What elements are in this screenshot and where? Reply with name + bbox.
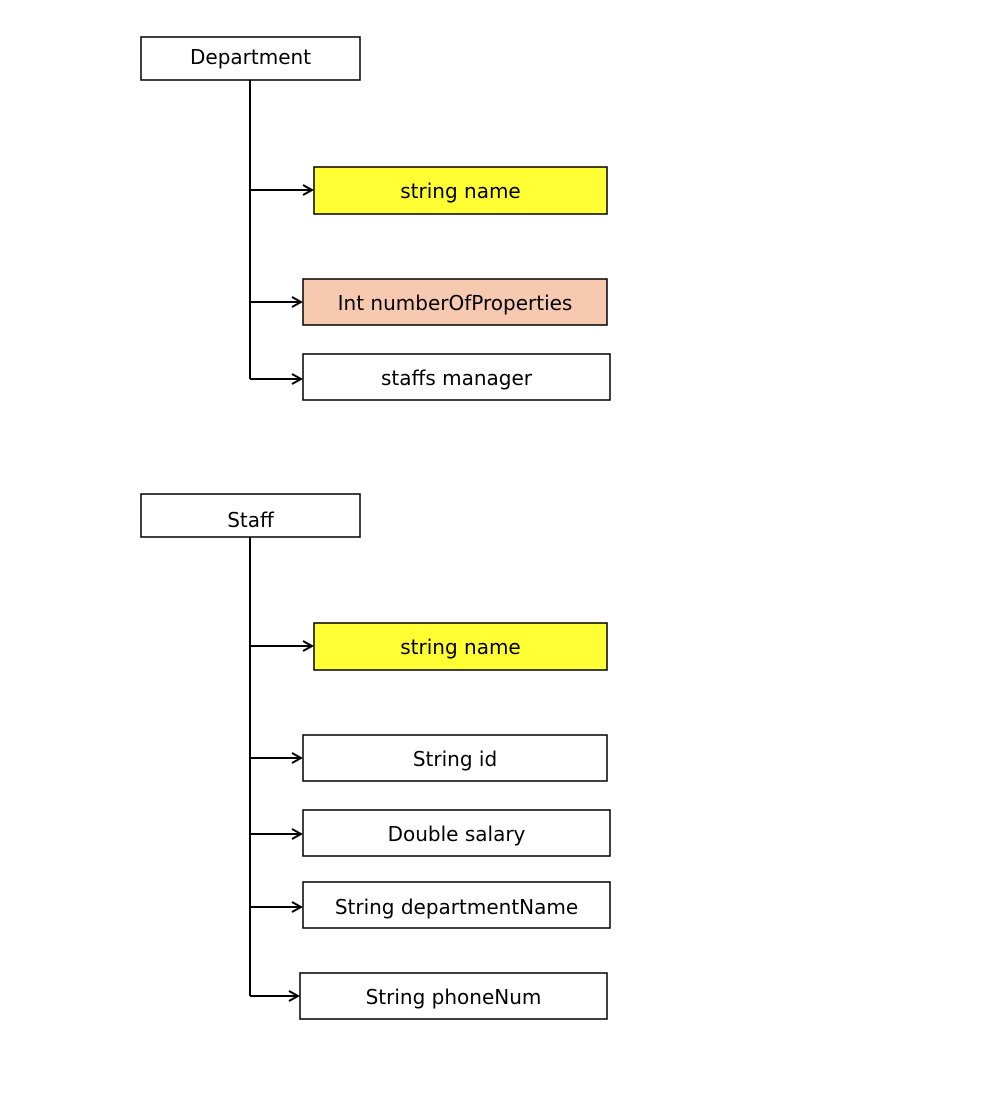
- field-label-phone-num: String phoneNum: [366, 985, 542, 1009]
- field-box-phone-num: [299, 972, 608, 1020]
- field-label-staff-name: string name: [400, 635, 521, 659]
- department-header-box: [140, 36, 361, 81]
- field-box-id: [302, 734, 608, 782]
- field-label-department-name: string name: [400, 179, 521, 203]
- field-box-department-name-field: [302, 881, 611, 929]
- department-header-label: Department: [190, 45, 311, 69]
- field-label-number-of-properties: Int numberOfProperties: [338, 291, 573, 315]
- field-label-salary: Double salary: [388, 822, 526, 846]
- field-label-id: String id: [413, 747, 497, 771]
- staff-header-label: Staff: [227, 508, 275, 532]
- field-box-staff-name: [313, 622, 608, 671]
- department-group: Department string name Int numberOfPrope…: [140, 36, 611, 401]
- field-box-salary: [302, 809, 611, 857]
- field-box-department-name: [313, 166, 608, 215]
- field-label-department-name-field: String departmentName: [335, 895, 578, 919]
- staff-header-box: [140, 493, 361, 538]
- field-box-staffs-manager: [302, 353, 611, 401]
- staff-group: Staff string name String id Double salar…: [140, 493, 611, 1020]
- field-box-number-of-properties: [302, 278, 608, 326]
- field-label-staffs-manager: staffs manager: [381, 366, 533, 390]
